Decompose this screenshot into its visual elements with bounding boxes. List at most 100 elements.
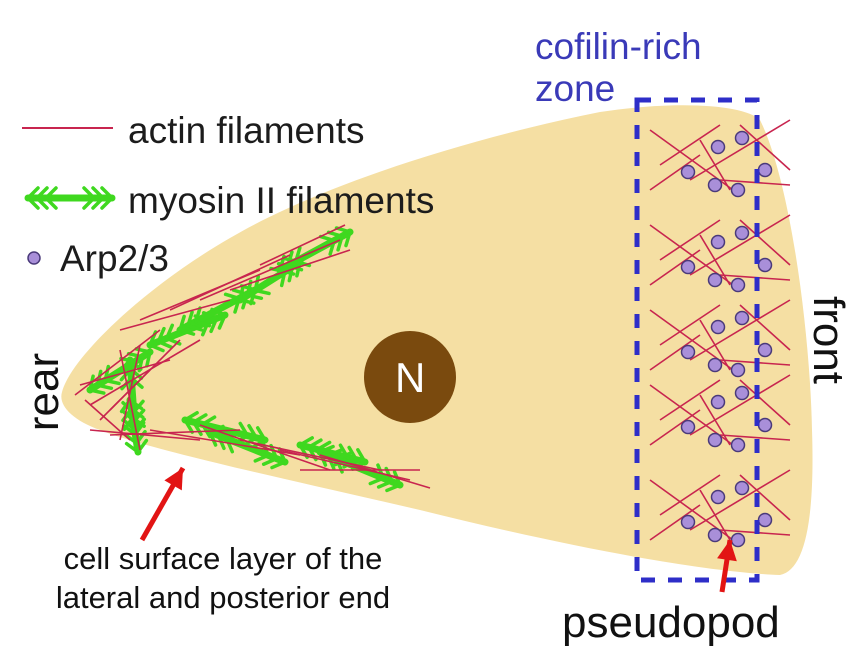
myosin-filament-barb [253,453,271,463]
myosin-filament-barb [156,326,166,344]
arp23-layer [680,130,773,548]
myosin-filament-barb [318,444,335,454]
legend-myosin-filament-barb [26,186,40,200]
myosin-filament-barb [186,310,194,328]
arp23-complex [730,362,746,378]
pseudopod-arrow-head [717,540,737,562]
actin-filament [739,219,791,266]
myosin-filament-barb [95,369,103,387]
zone-label-line2: zone [535,68,616,109]
zone-label-line1: cofilin-rich [535,26,702,67]
actin-filament [229,249,351,291]
nucleus-label: N [395,354,426,401]
legend-myosin-filament-barb [100,186,114,200]
myosin-filament-barb [356,448,367,464]
legend-myosin-label: myosin II filaments [128,180,435,221]
actin-filament [699,234,731,286]
actin-filament [659,124,721,166]
myosin-filament-barb [245,293,264,301]
myosin-filament-barb [129,407,145,420]
arp23-complex [707,527,723,543]
myosin-filament-barb [124,441,140,454]
caption: cell surface layer of the lateral and po… [55,541,391,615]
myosin-filament-barb [164,323,175,341]
myosin-filament-barb [298,436,314,447]
myosin-filament-barb [129,359,137,378]
arp23-complex [707,272,723,288]
myosin-filament-barb [224,436,235,454]
actin-filament [689,214,791,276]
arp23-complex [707,432,723,448]
actin-filament [699,139,731,191]
myosin-filament-barb [123,432,139,445]
cortex-arrow [139,466,186,542]
actin-filament [319,454,431,489]
actin-filament [119,344,141,441]
actin-filament [649,334,701,371]
actin-filament [89,339,201,406]
myosin-filament-barb [270,460,287,470]
actin-filament [199,424,331,471]
actin-filament [689,299,791,361]
myosin-filament-bar [86,348,154,394]
arp23-complex [707,177,723,193]
legend-myosin-filament-barb [91,186,105,200]
legend-myosin-filament-barb [44,186,58,200]
arp23-complex [734,225,750,241]
arp23-complex [734,310,750,326]
myosin-filament-barb [208,430,218,447]
myosin-filament-barb [238,284,245,302]
arp23-complex [680,419,696,435]
cortex-arrow-head [164,468,183,491]
arp23-complex [734,385,750,401]
myosin-filament-barb [247,423,259,440]
actin-filament [259,224,346,266]
myosin-filament-barb [336,234,344,252]
arp23-complex [757,342,773,358]
arp23-complex [707,357,723,373]
myosin-filament-barb [126,351,145,359]
legend-myosin-symbol [24,186,116,210]
pseudopod-label: pseudopod [562,598,780,647]
myosin-filament-barb [253,288,271,296]
actin-filament [739,304,791,351]
arp23-complex [680,259,696,275]
pseudopod-arrow [717,539,737,593]
myosin-filament-barb [191,413,208,424]
arp23-complex [710,489,726,505]
actin-filament [649,409,701,446]
myosin-filament-barb [238,298,256,305]
actin-filament [119,299,231,331]
nucleus [364,331,456,423]
myosin-filament-barb [347,445,359,462]
arp23-complex [730,437,746,453]
myosin-filament-barb [385,483,402,493]
arp23-complex [757,512,773,528]
myosin-filament-barb [178,314,186,332]
arp23-complex [757,162,773,178]
arp23-complex [710,394,726,410]
legend-actin-label: actin filaments [128,110,365,151]
arp23-complex [757,417,773,433]
actin-filament [689,374,791,436]
myosin-filament-barb [186,324,204,332]
arp23-complex [710,319,726,335]
myosin-filament-barb [183,410,199,422]
myosin-filament [119,396,149,456]
myosin-filament-barb [122,424,138,436]
actin-filament [649,129,741,196]
myosin-filament-barb [95,383,114,391]
myosin-filament-barb [183,418,195,434]
myosin-filament-barb [318,234,336,243]
rear-actin-layer [74,224,431,489]
actin-filament [649,479,741,546]
legend-myosin-filament-barb [100,196,114,210]
rear-label: rear [19,352,68,432]
legend-myosin-filament [24,186,116,210]
actin-filament [649,384,741,451]
myosin-filament-barb [238,421,250,438]
arp23-complex [730,532,746,548]
myosin-filament-barb [326,448,344,458]
actin-filament [689,469,791,531]
